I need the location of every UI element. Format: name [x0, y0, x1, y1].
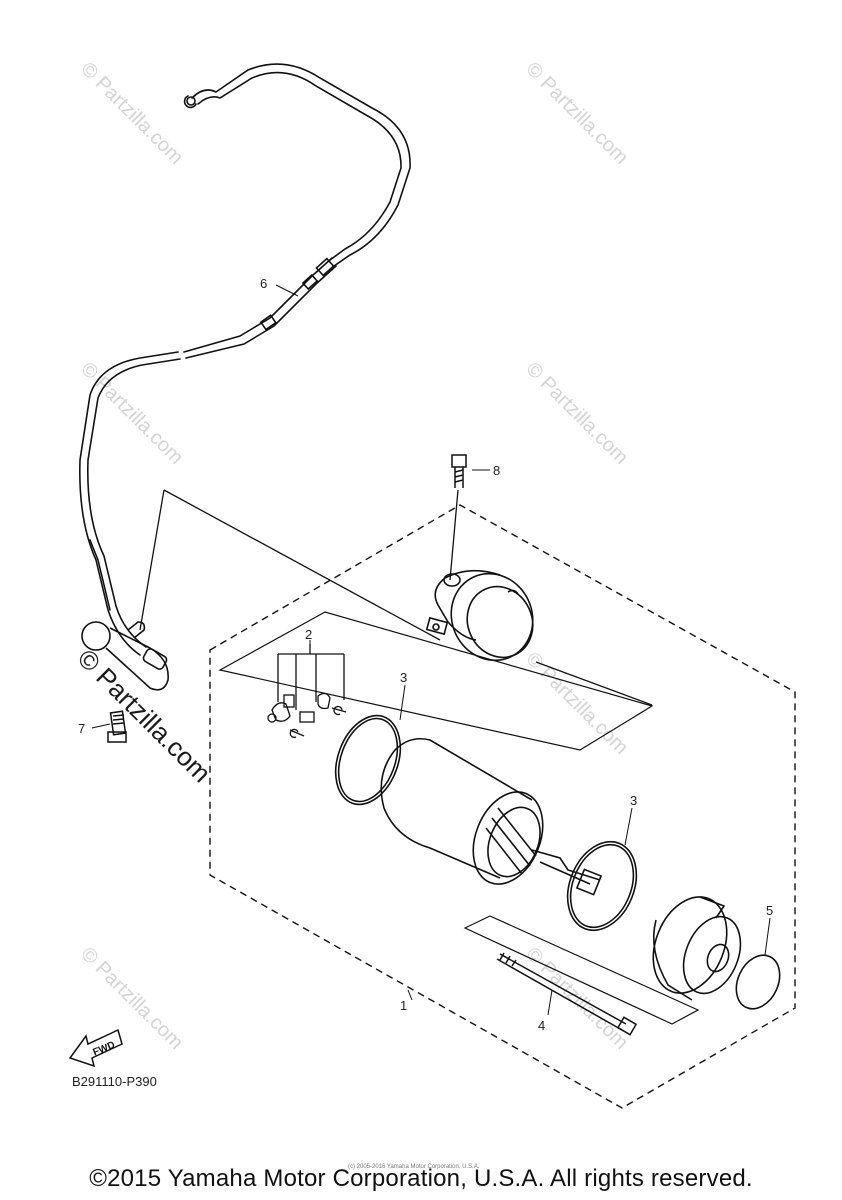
end-cover: [652, 896, 742, 1001]
callout-8: 8: [493, 463, 500, 478]
callout-6: 6: [260, 276, 267, 291]
brush-set: [267, 644, 347, 739]
assembly-outline: [209, 504, 796, 1109]
callout-1: 1: [400, 998, 407, 1013]
callouts: 1 2 3 3 4 5 6 7 8: [78, 276, 773, 1033]
watermark: © Partzilla.com: [521, 58, 632, 169]
front-cover: [425, 569, 534, 662]
copyright-notice: ©2015 Yamaha Motor Corporation, U.S.A. A…: [89, 1165, 753, 1192]
watermark: © Partzilla.com: [76, 943, 187, 1054]
o-rings: [334, 714, 638, 932]
brush-kit-outline: [218, 611, 654, 751]
through-bolt: [496, 952, 638, 1036]
starter-cable: [79, 63, 411, 656]
gasket-5: [735, 954, 781, 1010]
watermark: © Partzilla.com: [521, 648, 632, 759]
diagram-code: B291110-P390: [72, 1074, 157, 1089]
callout-4: 4: [538, 1018, 545, 1033]
callout-2: 2: [305, 627, 312, 642]
watermark: © Partzilla.com: [76, 358, 187, 469]
motor-body: [380, 737, 603, 896]
bolt-outline: [463, 915, 700, 1025]
callout-3a: 3: [400, 670, 407, 685]
callout-5: 5: [766, 903, 773, 918]
cable-terminal: [81, 621, 169, 691]
watermark: © Partzilla.com: [521, 358, 632, 469]
callout-3b: 3: [630, 793, 637, 808]
fwd-label: FWD: [91, 1040, 116, 1059]
bolt-8: [451, 454, 467, 488]
watermark: © Partzilla.com: [76, 58, 187, 169]
watermarks: © Partzilla.com © Partzilla.com © Partzi…: [72, 58, 633, 1054]
bolt-7: [107, 710, 127, 743]
leader-lines: [91, 284, 771, 1016]
small-copyright: (c) 2005-2016 Yamaha Motor Corporation, …: [348, 1164, 480, 1170]
callout-7: 7: [78, 721, 85, 736]
watermark-dark: © Partzilla.com: [72, 643, 217, 788]
guide-lines: [139, 489, 653, 706]
fwd-arrow: FWD: [68, 1028, 123, 1068]
